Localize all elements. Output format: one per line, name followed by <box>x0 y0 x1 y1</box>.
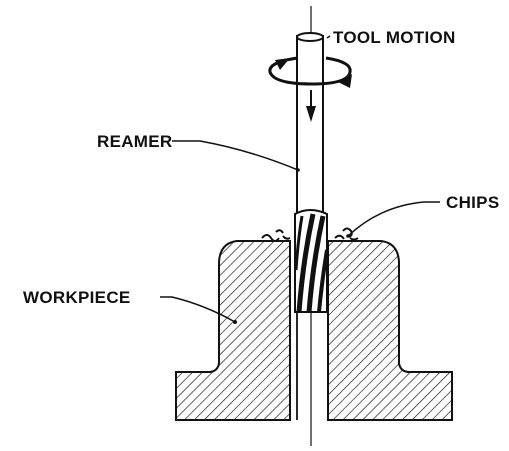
leader-reamer <box>172 140 299 171</box>
label-workpiece: WORKPIECE <box>23 288 131 307</box>
workpiece <box>175 240 453 421</box>
feed-arrow-icon <box>306 90 316 122</box>
workpiece-left-section <box>175 240 291 421</box>
leader-lines <box>160 35 440 324</box>
label-chips: CHIPS <box>446 193 499 212</box>
label-reamer: REAMER <box>97 132 172 151</box>
reamer-flutes <box>294 209 329 313</box>
chips <box>261 227 359 242</box>
leader-workpiece <box>160 296 236 323</box>
rotation-arrow-icon <box>268 56 352 88</box>
reamer-shank-top <box>296 32 324 42</box>
reamer <box>294 32 329 313</box>
reamer-shank <box>296 35 324 217</box>
label-tool-motion: TOOL MOTION <box>333 28 456 47</box>
leader-tool-motion <box>326 35 331 39</box>
workpiece-right-section <box>327 240 453 421</box>
leader-chips <box>347 201 440 237</box>
